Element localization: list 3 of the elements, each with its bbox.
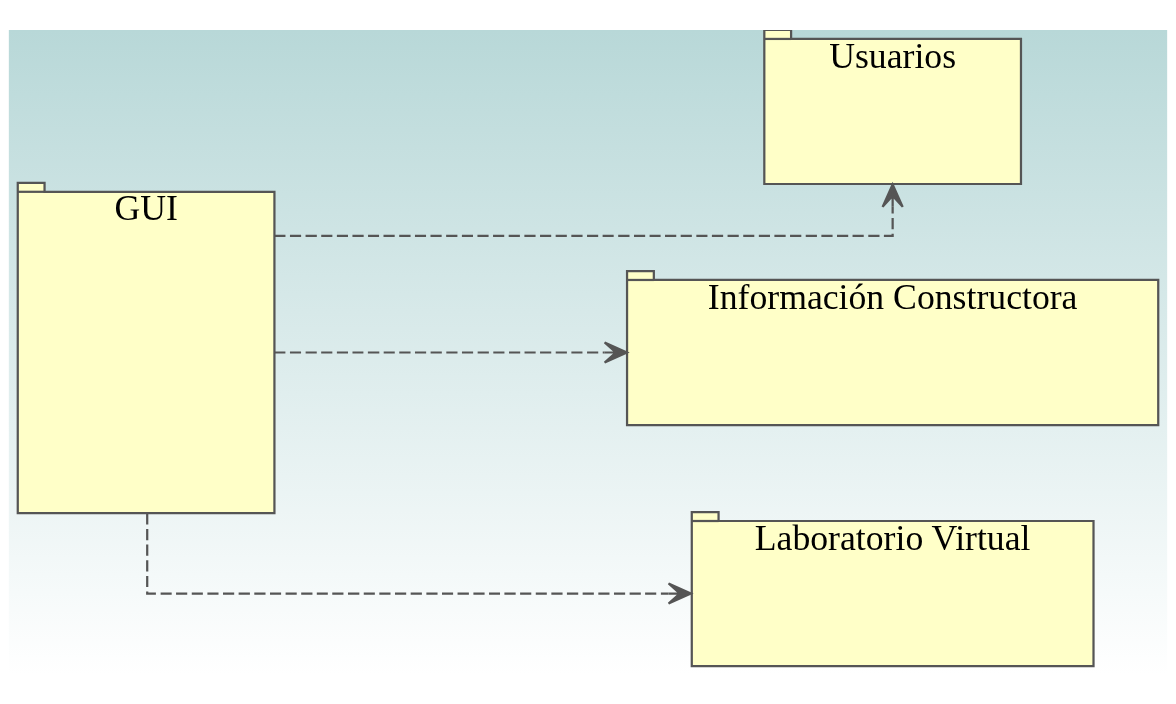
arrow (274, 340, 629, 364)
arrow (274, 182, 904, 237)
arrow (146, 512, 693, 605)
